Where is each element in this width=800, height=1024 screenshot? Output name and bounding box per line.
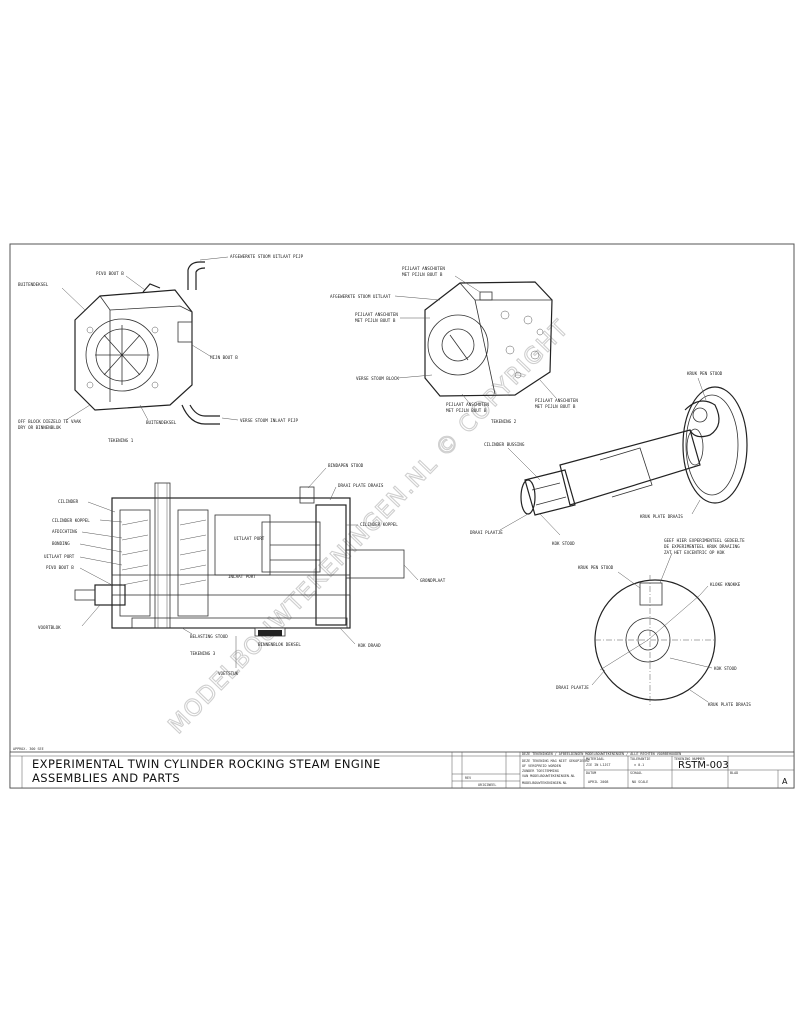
drawing-label: MET PIJLN BOUT B: [446, 408, 487, 413]
view1-labels: AFGEWERKTE STOOM UITLAAT PIJP PIVO BOUT …: [18, 254, 304, 443]
drawing-label: KRUK PLATE DRAAIS: [708, 702, 751, 707]
drawing-label: DRAAI PLAATJE: [470, 530, 503, 535]
drawing-label: DRAAI PLATE DRAAIS: [338, 483, 384, 488]
drawing-label: TEKENING 2: [491, 419, 517, 424]
drawing-label: APPROX. 300 SEE: [13, 747, 44, 751]
drawing-label: PIJLAAT ANSCHUTEN: [402, 266, 445, 271]
drawing-label: AFGEWERKTE STOOM UITLAAT PIJP: [230, 254, 304, 259]
drawing-label: KOK STOOD: [714, 666, 737, 671]
drawing-label: KLOKE KNOKKE: [710, 582, 741, 587]
drawing-label: KOK STOOD: [552, 541, 575, 546]
drawing-number: RSTM-003: [678, 760, 729, 771]
drawing-label: TOLERANTIE: [630, 757, 650, 761]
drawing-label: PIJLAAT ANSCHUTEN: [535, 398, 578, 403]
drawing-label: VERSE STOOM INLAAT PIJP: [240, 418, 298, 423]
drawing-label: AFGEWERKTE STOOM UITLAAT: [330, 294, 391, 299]
drawing-label: OF VERSPREID WORDEN: [522, 764, 561, 768]
drawing-label: BLAD: [730, 771, 738, 775]
drawing-label: KOK DRAAD: [358, 643, 381, 648]
drawing-label: VOETSTUK: [218, 671, 239, 676]
drawing-label: DRY OR BINNENBLOK: [18, 425, 61, 430]
view3-labels: BINDAPEN STOOD DRAAI PLATE DRAAIS CILIND…: [38, 463, 446, 676]
drawing-title-line1: EXPERIMENTAL TWIN CYLINDER ROCKING STEAM…: [32, 757, 381, 771]
drawing-label: KRUK PLATE DRAAIS: [640, 514, 683, 519]
drawing-label: PIJLAAT ANSCHUTEN: [446, 402, 489, 407]
drawing-title-line2: ASSEMBLIES AND PARTS: [32, 771, 180, 785]
drawing-label: DE EXPERIMENTEEL KRUK DRAAIING: [664, 544, 740, 549]
drawing-label: ZIE IN LIJST: [586, 763, 611, 767]
steam-block-iso-view: [424, 281, 553, 397]
drawing-label: NO SCALE: [632, 780, 648, 784]
drawing-label: MET PIJLN BOUT B: [402, 272, 443, 277]
drawing-label: VAN MODELBOUWTEKENINGEN.NL: [522, 774, 575, 778]
drawing-label: UITLAAT PORT: [44, 554, 75, 559]
drawing-label: KRUK PEN STOOD: [578, 565, 614, 570]
drawing-label: ZONDER TOESTEMMING: [522, 769, 559, 773]
drawing-label: TEKENING NUMMER: [674, 757, 706, 761]
drawing-label: BUITENDEKSEL: [146, 420, 177, 425]
drawing-label: CILINDER KOPPEL: [52, 518, 90, 523]
view4-labels: KRUK PEN STOOD KRUK PLATE DRAAIS CILINDE…: [470, 371, 723, 546]
drawing-label: GRONDPLAAT: [420, 578, 446, 583]
drawing-label: TEKENING 3: [190, 651, 216, 656]
drawing-label: REV: [465, 776, 471, 780]
drawing-label: DATUM: [586, 771, 596, 775]
drawing-label: TEKENING 1: [108, 438, 134, 443]
drawing-label: AFDICHTING: [52, 529, 78, 534]
drawing-label: ORIGINEEL: [478, 783, 496, 787]
drawing-label: MET PIJLN BOUT B: [355, 318, 396, 323]
sheet-letter: A: [782, 777, 788, 786]
drawing-label: VERSE STOOM BLOCK: [356, 376, 399, 381]
drawing-label: DRAAI PLAATJE: [556, 685, 589, 690]
drawing-label: KRUK PEN STOOD: [687, 371, 723, 376]
drawing-label: MODELBOUWTEKENINGEN.NL: [522, 781, 567, 785]
crank-disc-front-view: [594, 575, 716, 705]
drawing-label: BINNENBLOK DEKSEL: [258, 642, 301, 647]
view5-labels: GEEF HIER EXPERIMENTEEL GEDEELTE DE EXPE…: [556, 538, 751, 707]
drawing-label: GEEF HIER EXPERIMENTEEL GEDEELTE: [664, 538, 745, 543]
drawing-label: ± 0.1: [634, 763, 644, 767]
drawing-label: CILINDER BUSSING: [484, 442, 525, 447]
title-block: APPROX. 300 SEE DEZE TEKENINGEN / AFBEEL…: [9, 747, 795, 789]
drawing-label: MET PIJLN BOUT B: [535, 404, 576, 409]
drawing-label: CILINDER KOPPEL: [360, 522, 398, 527]
drawing-label: CILINDER: [58, 499, 79, 504]
view2-labels: PIJLAAT ANSCHUTEN MET PIJLN BOUT B AFGEW…: [330, 266, 578, 424]
cross-section-view: [74, 482, 405, 637]
drawing-label: VOORTBLOK: [38, 625, 61, 630]
crankshaft-iso-view: [520, 386, 748, 516]
drawing-label: PIVO BOUT B: [96, 271, 124, 276]
drawing-label: PIJLAAT ANSCHUTEN: [355, 312, 398, 317]
drawing-label: BINDAPEN STOOD: [328, 463, 364, 468]
drawing-label: OFF BLOCK DIEZELD TE VAAK: [18, 419, 82, 424]
drawing-label: DEZE TEKENING MAG NIET GEKOPIEERD: [522, 759, 589, 763]
drawing-label: INLAAT PORT: [228, 574, 256, 579]
drawing-label: MATERIAAL: [586, 757, 604, 761]
drawing-label: DEZE TEKENINGEN / AFBEELDINGEN MODELBOUW…: [522, 752, 681, 756]
drawing-label: BELASTING STOOD: [190, 634, 228, 639]
cylinder-assembly-iso-view: [74, 261, 220, 425]
drawing-label: BONDING: [52, 541, 70, 546]
drawing-label: ZAT HET EXCENTRIC OP KOK: [664, 550, 725, 555]
drawing-label: SCHAAL: [630, 771, 642, 775]
sheet-border: [9, 243, 795, 789]
drawing-label: PIVO BOUT B: [46, 565, 74, 570]
drawing-label: MIJN BOUT B: [210, 355, 238, 360]
drawing-label: APRIL 2008: [588, 780, 608, 784]
drawing-label: BUITENDEKSEL: [18, 282, 49, 287]
drawing-label: UITLAAT PORT: [234, 536, 265, 541]
